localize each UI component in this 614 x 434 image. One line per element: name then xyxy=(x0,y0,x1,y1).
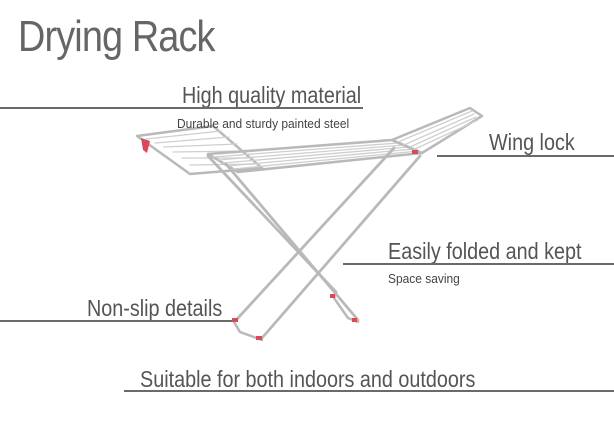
material-rule xyxy=(0,107,363,109)
folding-title: Easily folded and kept xyxy=(388,238,582,264)
material-subtitle: Durable and sturdy painted steel xyxy=(177,116,350,131)
page-title: Drying Rack xyxy=(18,12,215,61)
material-title: High quality material xyxy=(182,82,362,108)
non-slip-rule xyxy=(0,320,232,322)
usage-title: Suitable for both indoors and outdoors xyxy=(140,366,476,392)
wing-lock-rule xyxy=(437,155,614,157)
non-slip-title: Non-slip details xyxy=(87,295,223,321)
folding-subtitle: Space saving xyxy=(388,271,460,286)
folding-rule xyxy=(343,263,614,265)
usage-rule xyxy=(124,390,614,392)
wing-lock-title: Wing lock xyxy=(489,129,575,155)
